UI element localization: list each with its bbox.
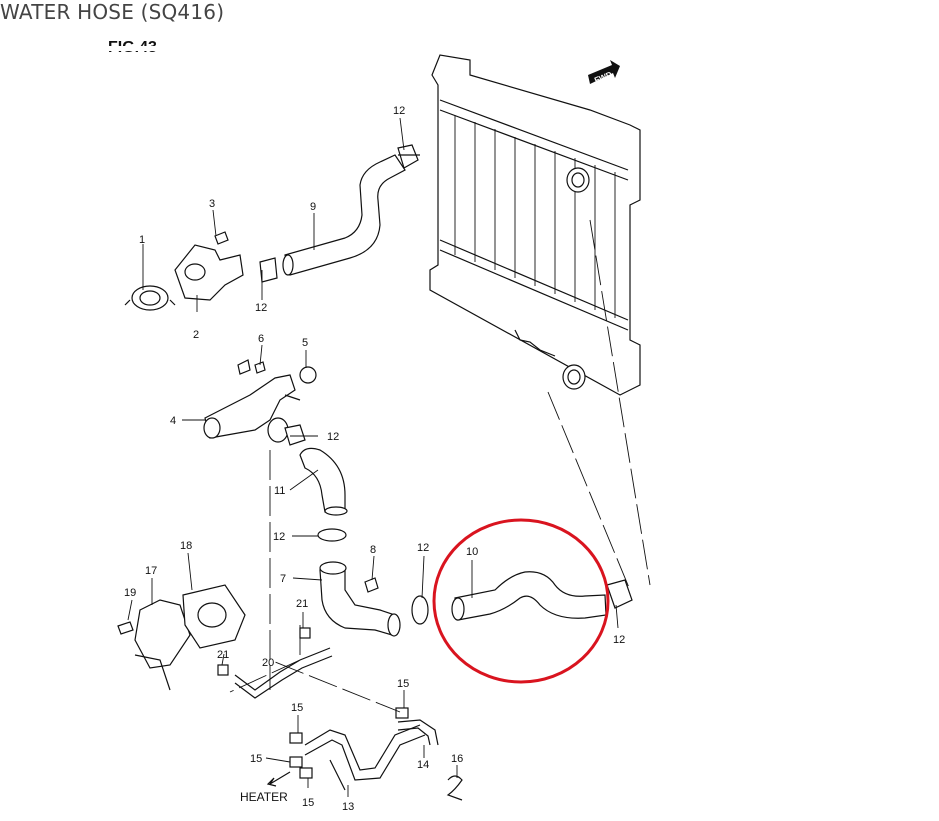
clamp-12-outlet [284, 424, 306, 446]
part-14-heater-hose [397, 719, 439, 746]
part-3-bolt [214, 231, 229, 245]
part-8-bolt [364, 577, 379, 593]
callout-9: 9 [310, 201, 316, 213]
callout-4: 4 [170, 415, 176, 427]
callout-5: 5 [302, 337, 308, 349]
callout-12-radiator: 12 [613, 634, 625, 646]
part-4-water-outlet [203, 359, 301, 443]
part-19-bolt [117, 621, 134, 635]
part-21-clips [217, 627, 311, 676]
callout-21-a: 21 [296, 598, 308, 610]
page-title: WATER HOSE (SQ416) [0, 0, 225, 24]
callout-11: 11 [274, 485, 285, 497]
part-7-water-pipe [319, 561, 401, 637]
clamp-12-mid [317, 528, 347, 542]
leader-lines [127, 117, 651, 797]
part-1-thermostat [124, 285, 176, 311]
clamp-12-pipe [411, 595, 429, 625]
part-10-lower-hose [451, 571, 607, 621]
part-18-gasket [182, 584, 246, 649]
callout-15-c: 15 [250, 753, 262, 765]
callout-19: 19 [124, 587, 136, 599]
callout-3: 3 [209, 198, 215, 210]
part-11-hose [299, 447, 348, 516]
callout-8: 8 [370, 544, 376, 556]
part-9-upper-hose [259, 154, 406, 283]
callout-13: 13 [342, 801, 354, 813]
part-13-heater-hose [304, 724, 426, 791]
callout-16: 16 [451, 753, 463, 765]
fwd-arrow-icon: FWD [588, 60, 620, 85]
callout-15-a: 15 [397, 678, 409, 690]
callout-17: 17 [145, 565, 157, 577]
heater-arrow-icon [266, 771, 291, 787]
callout-6: 6 [258, 333, 264, 345]
callout-15-d: 15 [302, 797, 314, 809]
callout-20: 20 [262, 657, 274, 669]
callout-12-hose9: 12 [255, 302, 267, 314]
callout-18: 18 [180, 540, 192, 552]
callout-7: 7 [280, 573, 286, 585]
callout-14: 14 [417, 759, 429, 771]
callout-12-top: 12 [393, 105, 405, 117]
clamp-12-top [397, 144, 420, 169]
part-20-heater-pipe [234, 647, 333, 699]
heater-label: HEATER [240, 790, 288, 804]
part-15-clamps [289, 707, 409, 779]
callout-1: 1 [139, 234, 145, 246]
callout-12-outlet: 12 [327, 431, 339, 443]
callout-2: 2 [193, 329, 199, 341]
part-16-clip [446, 775, 463, 801]
clamp-12-radiator-lower [606, 579, 633, 609]
highlight-circle [432, 518, 610, 684]
radiator [429, 54, 641, 396]
part-2-thermostat-cap [174, 244, 244, 301]
part-17-water-pipe [134, 599, 191, 691]
callout-12-mid: 12 [273, 531, 285, 543]
callout-21-b: 21 [217, 649, 229, 661]
callout-10: 10 [466, 546, 478, 558]
callout-15-b: 15 [291, 702, 303, 714]
callout-12-pipe: 12 [417, 542, 429, 554]
part-5-o-ring [299, 366, 317, 384]
